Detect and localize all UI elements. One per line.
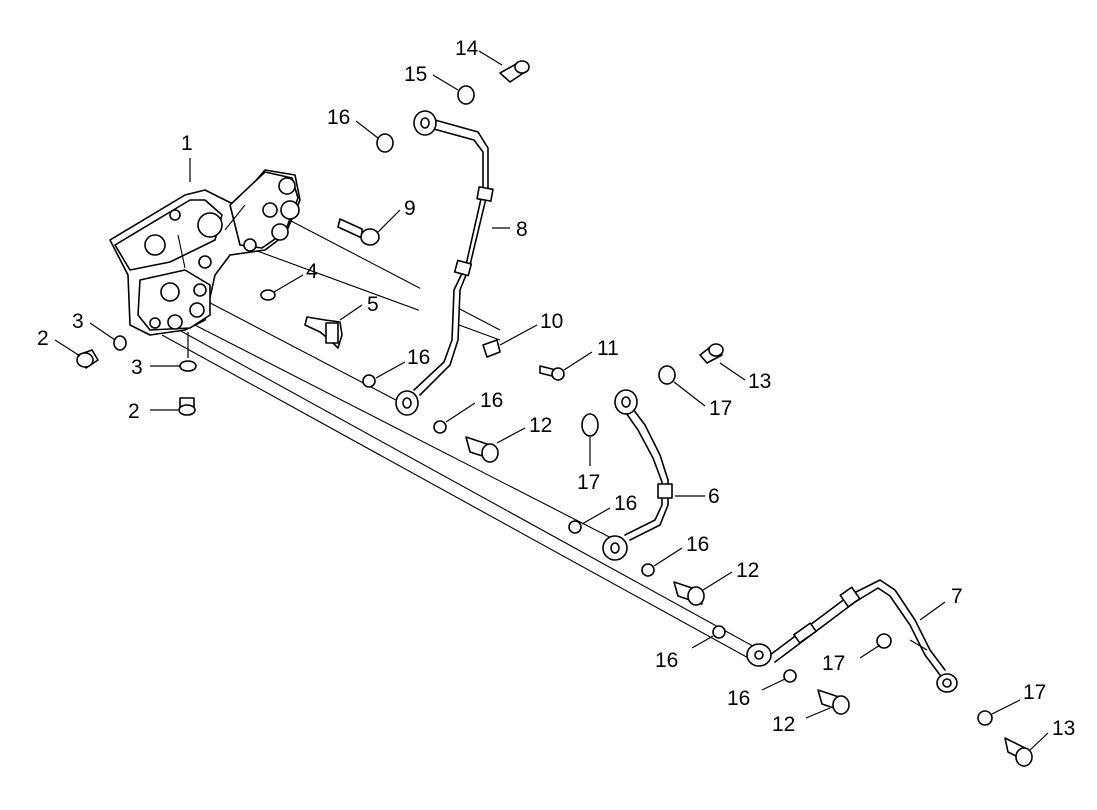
callout-3-lower: 3 bbox=[131, 356, 143, 379]
washer-17-c bbox=[876, 633, 892, 649]
callout-14: 14 bbox=[455, 37, 479, 60]
banjo-bolt-12-a bbox=[465, 436, 499, 463]
washer-16-a bbox=[362, 374, 376, 388]
alignment-lines bbox=[161, 209, 761, 661]
bolt-9 bbox=[337, 218, 380, 246]
washer-16-c bbox=[568, 520, 582, 534]
plug-lower bbox=[178, 397, 196, 416]
clip-10 bbox=[482, 339, 501, 358]
callout-labels: 1 2 2 3 3 4 5 6 7 8 9 10 11 12 12 12 13 … bbox=[37, 37, 1075, 740]
callout-16-b: 16 bbox=[480, 389, 503, 412]
washer-17-a bbox=[658, 365, 676, 385]
leader-lines bbox=[54, 50, 1049, 751]
callout-16-d: 16 bbox=[686, 533, 709, 556]
callout-15: 15 bbox=[404, 63, 427, 86]
callout-3-upper: 3 bbox=[72, 310, 84, 333]
washer-16-d bbox=[641, 563, 655, 577]
oil-pipe-8 bbox=[395, 110, 494, 416]
washer-17-b bbox=[581, 413, 599, 437]
washer-16-top bbox=[376, 133, 394, 153]
callout-9: 9 bbox=[404, 197, 416, 220]
callout-17-a: 17 bbox=[709, 397, 732, 420]
callout-16-f: 16 bbox=[727, 687, 750, 710]
callout-17-d: 17 bbox=[1023, 681, 1046, 704]
oil-pipe-6 bbox=[602, 389, 673, 561]
callout-8: 8 bbox=[516, 218, 528, 241]
callout-13-b: 13 bbox=[1052, 717, 1075, 740]
callout-16-c: 16 bbox=[614, 492, 637, 515]
callout-6: 6 bbox=[708, 485, 720, 508]
banjo-bolt-12-c bbox=[817, 689, 850, 715]
bracket-housing bbox=[109, 169, 301, 336]
callout-2-lower: 2 bbox=[128, 400, 140, 423]
banjo-bolt-12-b bbox=[673, 581, 705, 606]
callout-4: 4 bbox=[306, 260, 318, 283]
callout-12-b: 12 bbox=[736, 559, 759, 582]
callout-16-a: 16 bbox=[407, 346, 430, 369]
callout-10: 10 bbox=[540, 310, 563, 333]
callout-12-c: 12 bbox=[772, 713, 795, 736]
banjo-bolt-14 bbox=[499, 60, 530, 83]
callout-13-a: 13 bbox=[748, 370, 771, 393]
o-ring-lower bbox=[179, 360, 197, 372]
banjo-bolt-13-a bbox=[699, 343, 724, 364]
washer-16-b bbox=[433, 420, 447, 434]
callout-5: 5 bbox=[367, 293, 379, 316]
callout-16-top: 16 bbox=[327, 106, 350, 129]
callout-16-e: 16 bbox=[655, 649, 678, 672]
washer-17-d bbox=[977, 710, 993, 726]
callout-17-c: 17 bbox=[822, 652, 845, 675]
callout-12-a: 12 bbox=[529, 414, 552, 437]
sensor-5 bbox=[304, 316, 343, 349]
banjo-bolt-13-b bbox=[1004, 737, 1033, 767]
callout-7: 7 bbox=[951, 585, 963, 608]
plug-upper bbox=[76, 349, 99, 369]
oil-pipe-7 bbox=[746, 579, 958, 693]
o-ring-4 bbox=[260, 289, 276, 301]
washer-16-f bbox=[783, 669, 797, 683]
washer-15 bbox=[457, 85, 475, 105]
washer-16-e bbox=[712, 625, 726, 639]
callout-1: 1 bbox=[181, 132, 193, 155]
callout-17-b: 17 bbox=[577, 471, 600, 494]
o-ring-upper bbox=[113, 335, 127, 351]
callout-11: 11 bbox=[597, 337, 619, 360]
bolt-11 bbox=[539, 365, 565, 381]
callout-2-upper: 2 bbox=[37, 327, 49, 350]
